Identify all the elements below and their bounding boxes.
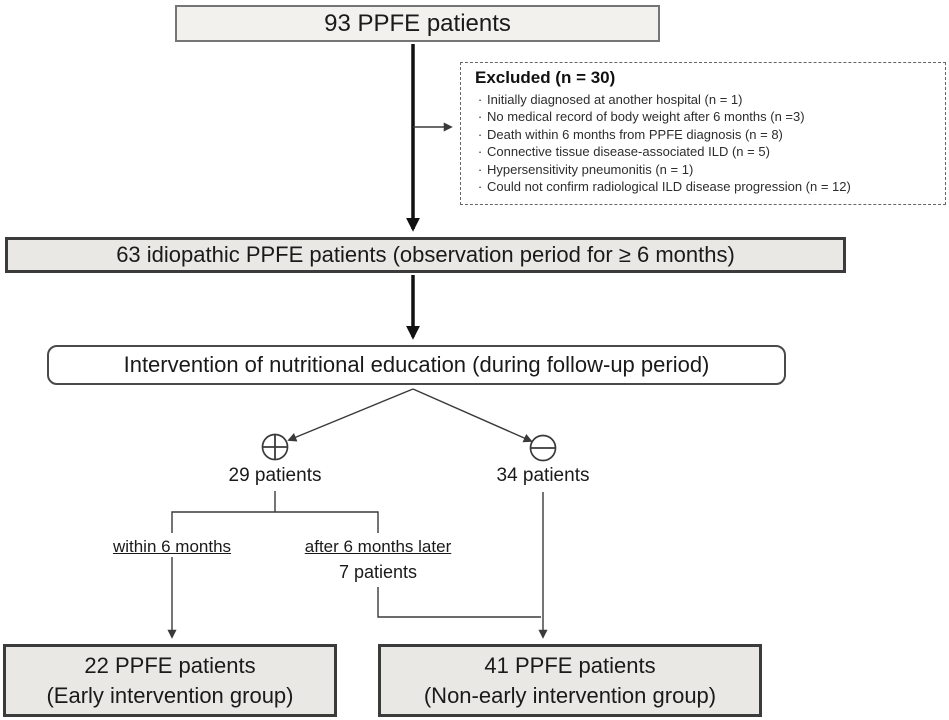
- excluded-item: ·No medical record of body weight after …: [475, 108, 933, 125]
- early-box-group-name: (Early intervention group): [46, 682, 294, 708]
- label-within-6-months: within 6 months: [112, 537, 232, 556]
- box-excluded: Excluded (n = 30) · Initially diagnosed a…: [460, 62, 946, 205]
- bullet-icon: ·: [477, 144, 483, 160]
- non-early-box-count: 41 PPFE patients: [484, 652, 656, 678]
- excluded-item-text: No medical record of body weight after 6…: [487, 109, 805, 125]
- arrow-to-plus-branch: [287, 388, 414, 442]
- bullet-icon: ·: [477, 109, 483, 125]
- box-intervention: Intervention of nutritional education (d…: [47, 345, 786, 385]
- label-7-patients: 7 patients: [338, 562, 418, 582]
- box-63-label: 63 idiopathic PPFE patients (observation…: [116, 242, 735, 267]
- arrow-to-minus-branch: [412, 388, 533, 443]
- non-early-box-group-name: (Non-early intervention group): [423, 682, 717, 708]
- timing-bracket: [171, 511, 379, 533]
- bullet-icon: ·: [477, 161, 483, 177]
- bullet-icon: ·: [477, 179, 483, 195]
- box-63-idiopathic-patients: 63 idiopathic PPFE patients (observation…: [5, 237, 846, 273]
- excluded-item: ·Connective tissue disease-associated IL…: [475, 143, 933, 160]
- excluded-item: · Initially diagnosed at another hospital…: [475, 91, 933, 108]
- excluded-item-text: Initially diagnosed at another hospital …: [487, 92, 743, 107]
- box-93-label: 93 PPFE patients: [324, 9, 511, 37]
- minus-circle-icon: [529, 434, 557, 462]
- early-box-count: 22 PPFE patients: [84, 652, 256, 678]
- bullet-icon: ·: [477, 92, 483, 107]
- bullet-icon: ·: [477, 126, 483, 142]
- excluded-title: Excluded (n = 30): [475, 68, 616, 87]
- excluded-item: ·Hypersensitivity pneumonitis (n = 1): [475, 161, 933, 178]
- box-93-ppfe-patients: 93 PPFE patients: [175, 5, 660, 42]
- excluded-item-text: Death within 6 months from PPFE diagnosi…: [487, 126, 783, 142]
- label-29-patients: 29 patients: [228, 465, 322, 486]
- excluded-item-text: Could not confirm radiological ILD disea…: [487, 179, 851, 195]
- excluded-item: ·Death within 6 months from PPFE diagnos…: [475, 126, 933, 143]
- excluded-item-text: Connective tissue disease-associated ILD…: [487, 144, 770, 160]
- box-early-intervention-group: 22 PPFE patients (Early intervention gro…: [3, 644, 337, 717]
- label-34-patients: 34 patients: [496, 465, 590, 486]
- excluded-item-text: Hypersensitivity pneumonitis (n = 1): [487, 161, 694, 177]
- plus-circle-icon: [261, 433, 289, 461]
- label-after-6-months-later: after 6 months later: [304, 537, 452, 556]
- line-7-patients-merge: [377, 587, 541, 618]
- box-non-early-intervention-group: 41 PPFE patients (Non-early intervention…: [378, 644, 762, 717]
- excluded-item: ·Could not confirm radiological ILD dise…: [475, 178, 933, 195]
- intervention-label: Intervention of nutritional education (d…: [123, 352, 710, 377]
